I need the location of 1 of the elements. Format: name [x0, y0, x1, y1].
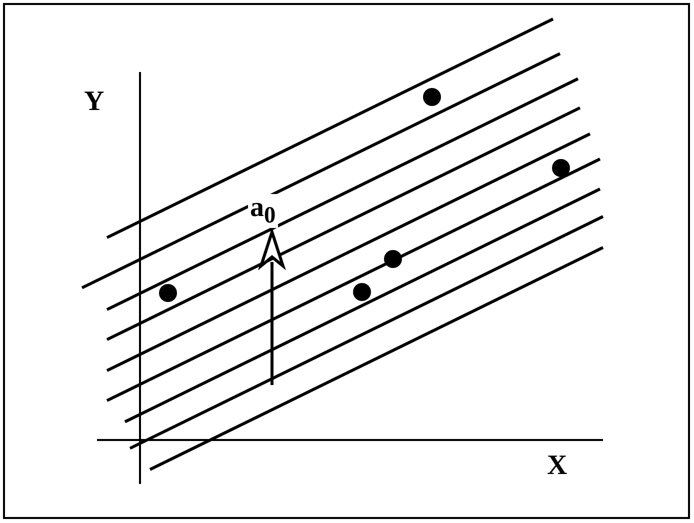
vector-label: a$_{0}$	[248, 194, 278, 228]
